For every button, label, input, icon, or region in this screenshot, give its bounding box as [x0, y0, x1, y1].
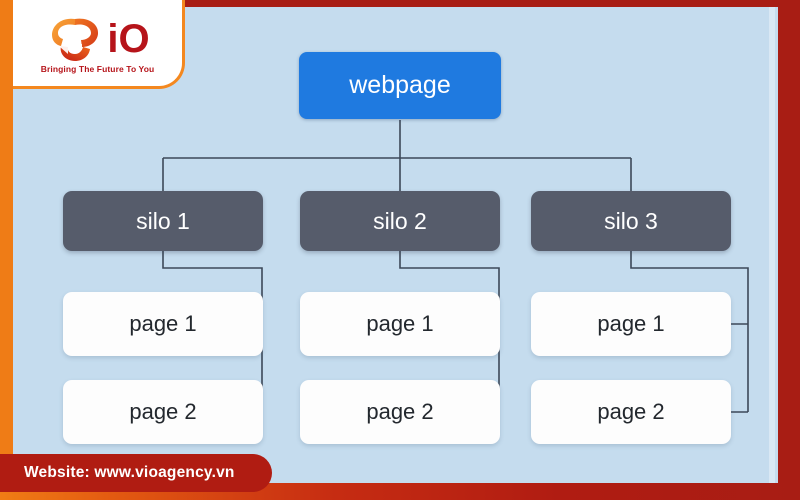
- node-silo-1-label: silo 1: [136, 207, 190, 234]
- node-page-c1-1-label: page 1: [129, 311, 197, 336]
- node-webpage-label: webpage: [349, 71, 451, 99]
- node-page-c3-2-label: page 2: [597, 399, 665, 424]
- wordmark-letter-i: i: [107, 16, 118, 61]
- frame-left-bar: [0, 0, 13, 463]
- brand-tagline: Bringing The Future To You: [40, 63, 155, 74]
- node-silo-2-label: silo 2: [373, 207, 427, 234]
- node-webpage[interactable]: webpage: [299, 52, 501, 119]
- node-silo-3-label: silo 3: [604, 207, 658, 234]
- swirl-arrows-logo-mark: [46, 16, 104, 62]
- node-silo-3[interactable]: silo 3: [531, 191, 731, 251]
- node-silo-1[interactable]: silo 1: [63, 191, 263, 251]
- node-silo-2[interactable]: silo 2: [300, 191, 500, 251]
- node-page-c2-1[interactable]: page 1: [300, 292, 500, 356]
- node-page-c2-2[interactable]: page 2: [300, 380, 500, 444]
- node-page-c2-2-label: page 2: [366, 399, 434, 424]
- node-page-c1-2-label: page 2: [129, 399, 197, 424]
- canvas-inner-edge: [769, 7, 775, 483]
- node-page-c1-2[interactable]: page 2: [63, 380, 263, 444]
- frame-right-bar: [778, 0, 800, 500]
- node-page-c3-1-label: page 1: [597, 311, 665, 336]
- website-banner-label: Website: www.vioagency.vn: [24, 464, 235, 481]
- frame-top-bar: [0, 0, 800, 7]
- wordmark-letter-o: O: [118, 16, 150, 61]
- node-page-c2-1-label: page 1: [366, 311, 434, 336]
- node-page-c3-1[interactable]: page 1: [531, 292, 731, 356]
- website-banner: Website: www.vioagency.vn: [0, 454, 272, 492]
- node-page-c3-2[interactable]: page 2: [531, 380, 731, 444]
- node-page-c1-1[interactable]: page 1: [63, 292, 263, 356]
